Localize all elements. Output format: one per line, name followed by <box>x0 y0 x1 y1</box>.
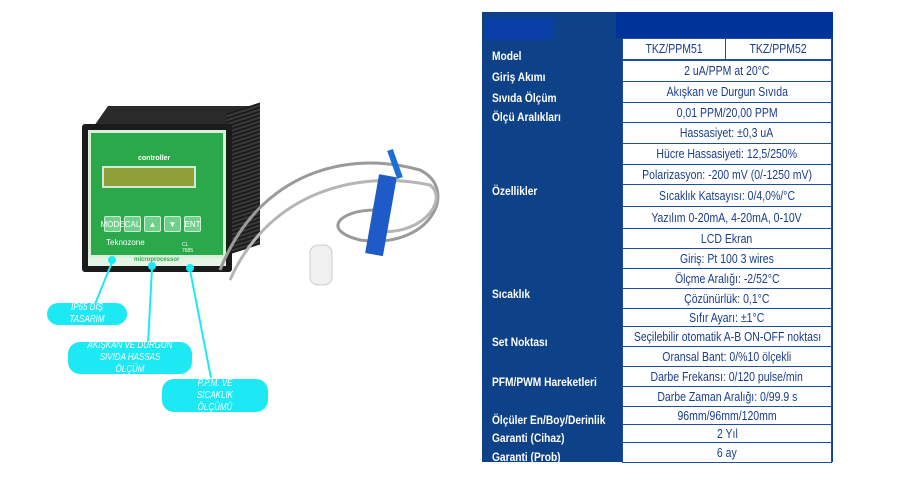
cell-text: 96mm/96mm/120mm <box>677 408 777 423</box>
cell-text: Ölçme Aralığı: -2/52°C <box>674 271 780 286</box>
callout-ip65: IP65 DIŞ TASARIM <box>47 302 127 325</box>
spec-value-cell: Hassasiyet: ±0,3 uA <box>622 122 832 144</box>
row-label: Giriş Akımı <box>492 70 546 84</box>
cell-text: 0,01 PPM/20,00 PPM <box>676 105 778 120</box>
cell-text: 2 uA/PPM at 20°C <box>684 64 770 78</box>
spec-value-cell: 0,01 PPM/20,00 PPM <box>622 102 832 123</box>
cell-text: Darbe Frekansı: 0/120 pulse/min <box>650 369 804 384</box>
cell-text: Darbe Zaman Aralığı: 0/99.9 s <box>656 389 798 404</box>
row-label: PFM/PWM Hareketleri <box>492 375 597 389</box>
spec-value-cell: LCD Ekran <box>622 228 832 249</box>
spec-value-cell: Çözünürlük: 0,1°C <box>622 288 832 309</box>
row-label: Garanti (Prob) <box>492 450 561 464</box>
callout-flow-measurement: AKIŞKAN VE DURGUN SIVIDA HASSAS ÖLÇÜM <box>68 340 192 375</box>
cell-text: LCD Ekran <box>701 231 753 246</box>
row-label: Özellikler <box>492 184 538 198</box>
cell-text: 2 Yıl <box>716 426 738 441</box>
spec-value-cell: 96mm/96mm/120mm <box>622 406 832 425</box>
spec-value-cell: Sıcaklık Katsayısı: 0/4,0%/°C <box>622 184 832 207</box>
cell-text: Çözünürlük: 0,1°C <box>684 291 770 306</box>
spec-value-cell: Yazılım 0-20mA, 4-20mA, 0-10V <box>622 206 832 229</box>
cell-text: Hassasiyet: ±0,3 uA <box>680 126 774 140</box>
spec-value-cell: 6 ay <box>622 442 832 463</box>
row-label: Garanti (Cihaz) <box>492 431 565 445</box>
cal-button[interactable]: CAL <box>124 216 141 232</box>
brand-logo: Teknozone <box>106 238 145 247</box>
cell-text: Hücre Hassasiyeti: 12,5/250% <box>656 147 798 161</box>
cell-text: Giriş: Pt 100 3 wires <box>680 251 774 266</box>
row-label: Ölçü Aralıkları <box>492 110 561 124</box>
cell-text: 6 ay <box>717 445 737 460</box>
spec-value-cell: 2 uA/PPM at 20°C <box>622 60 832 82</box>
callout-ppm-temperature: P.P.M. VE SICAKLIK ÖLÇÜMÜ <box>162 378 268 413</box>
enter-button[interactable]: ENT <box>184 216 201 232</box>
model-cell: TKZ/PPM52 <box>725 38 832 60</box>
spec-value-cell: Sıfır Ayarı: ±1°C <box>622 308 832 327</box>
lcd-display <box>102 166 196 188</box>
spec-value-cell: Seçilebilir otomatik A-B ON-OFF noktası <box>622 326 832 347</box>
probe-cable-image <box>218 148 440 286</box>
row-label: Ölçüler En/Boy/Derinlik <box>492 413 606 427</box>
spec-value-cell: Oransal Bant: 0/%10 ölçekli <box>622 346 832 367</box>
panel-label: controller <box>138 155 171 162</box>
spec-value-cell: Giriş: Pt 100 3 wires <box>622 248 832 269</box>
mode-button[interactable]: MODE <box>101 216 125 232</box>
strip-label: microprocessor <box>134 257 180 263</box>
cell-text: Polarizasyon: -200 mV (0/-1250 mV) <box>642 167 812 182</box>
cell-text: Sıfır Ayarı: ±1°C <box>689 310 765 325</box>
spec-value-cell: Polarizasyon: -200 mV (0/-1250 mV) <box>622 164 832 185</box>
row-label: Sıcaklık <box>492 287 530 301</box>
spec-value-cell: Hücre Hassasiyeti: 12,5/250% <box>622 143 832 165</box>
cell-text: TKZ/PPM51 <box>645 42 703 56</box>
down-button[interactable]: ▼ <box>164 216 181 232</box>
model-label: CL 7685 <box>182 242 194 254</box>
spec-value-cell: Ölçme Aralığı: -2/52°C <box>622 268 832 289</box>
cell-text: TKZ/PPM52 <box>749 42 808 56</box>
cell-text: Sıcaklık Katsayısı: 0/4,0%/°C <box>658 188 796 203</box>
cell-text: Yazılım 0-20mA, 4-20mA, 0-10V <box>651 210 803 225</box>
model-cell: TKZ/PPM51 <box>622 38 726 60</box>
cell-text: Akışkan ve Durgun Sıvıda <box>666 85 788 99</box>
table-header-block <box>486 18 554 40</box>
table-header-bar <box>616 12 833 38</box>
cell-text: Seçilebilir otomatik A-B ON-OFF noktası <box>633 329 821 344</box>
spec-value-cell: Darbe Zaman Aralığı: 0/99.9 s <box>622 386 832 407</box>
spec-value-cell: 2 Yıl <box>622 424 832 443</box>
row-label: Set Noktası <box>492 335 548 349</box>
row-label: Model <box>492 49 522 63</box>
spec-value-cell: Darbe Frekansı: 0/120 pulse/min <box>622 366 832 387</box>
row-label: Sıvıda Ölçüm <box>492 91 557 105</box>
cell-text: Oransal Bant: 0/%10 ölçekli <box>662 349 792 364</box>
spec-value-cell: Akışkan ve Durgun Sıvıda <box>622 81 832 103</box>
up-button[interactable]: ▲ <box>144 216 161 232</box>
